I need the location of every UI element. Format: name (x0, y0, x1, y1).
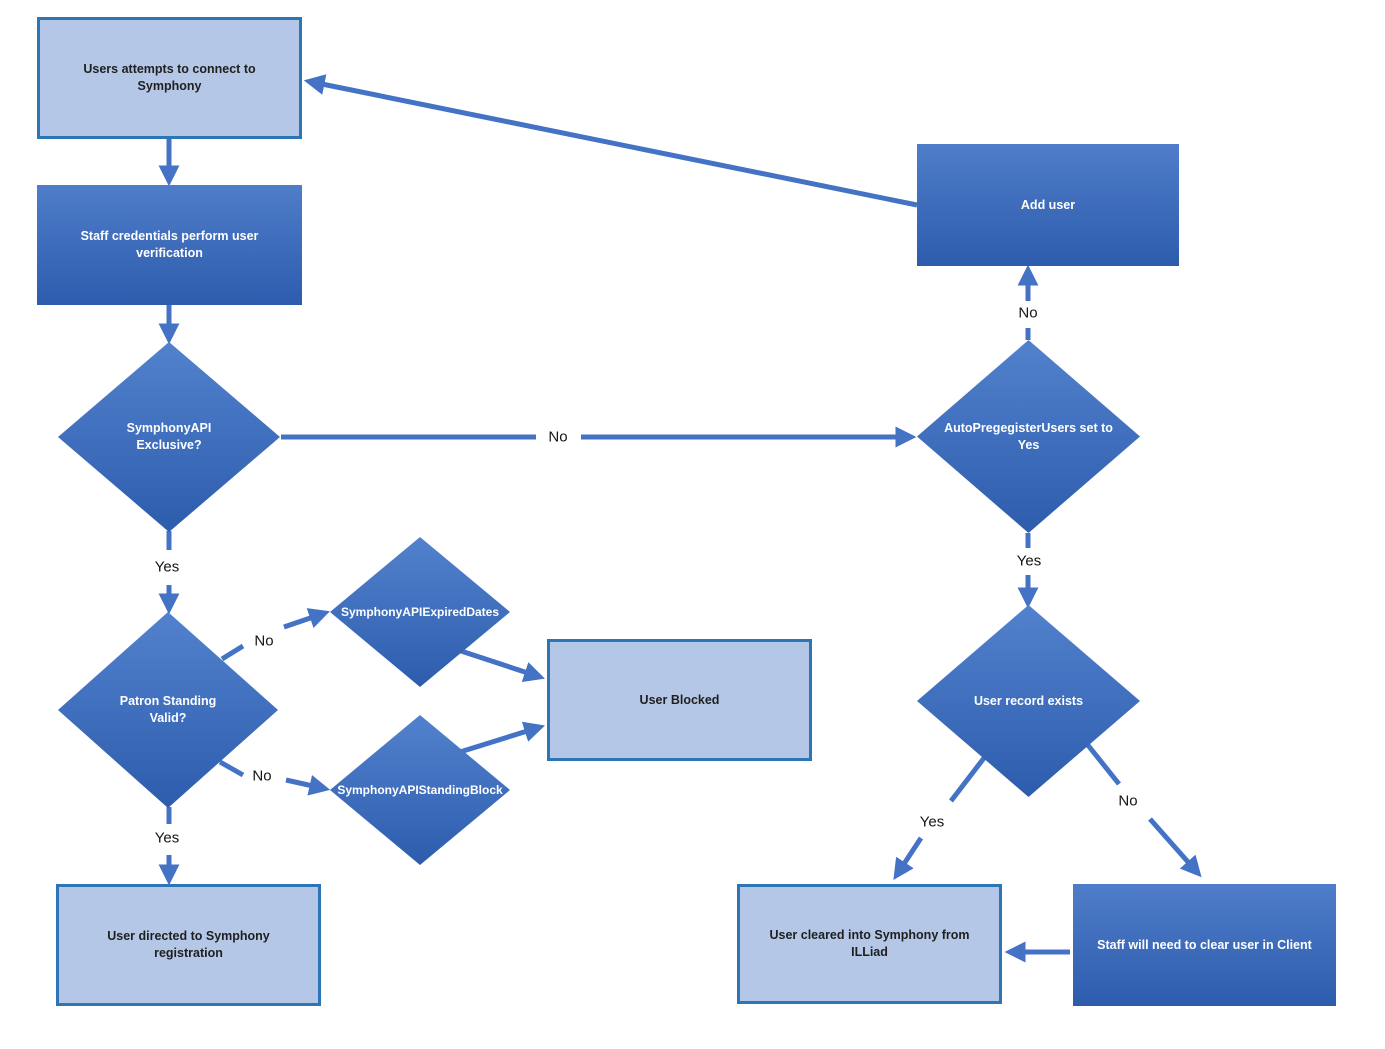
node-symphony-registration: User directed to Symphony registration (56, 884, 321, 1006)
connector-record-no-arrow (1148, 817, 1202, 878)
connector-record-yes-stub (949, 756, 986, 803)
edge-label-record-yes: Yes (919, 813, 945, 831)
edge-label-exclusive-yes: Yes (154, 558, 180, 576)
connector-standing-no-lower-stub (218, 759, 245, 778)
node-symphony-registration-label: User directed to Symphony registration (107, 929, 270, 960)
node-add-user: Add user (917, 144, 1179, 266)
connector-standingblock-to-blocked (459, 721, 546, 755)
node-patron-standing-valid-label: Patron Standing Valid? (119, 694, 217, 725)
edge-label-standing-yes: Yes (154, 829, 180, 847)
edge-label-record-no: No (1118, 792, 1138, 810)
node-staff-verification: Staff credentials perform user verificat… (37, 185, 302, 305)
connector-standing-no-lower-arrow (285, 775, 331, 796)
node-symphonyapi-expireddates-label: SymphonyAPIExpiredDates (340, 604, 500, 619)
connector-standing-no-upper-stub (220, 643, 245, 662)
node-users-connect: Users attempts to connect to Symphony (37, 17, 302, 139)
connector-expireddates-to-blocked (457, 647, 545, 683)
node-clear-user-in-client-label: Staff will need to clear user in Client (1097, 937, 1312, 952)
node-clear-user-in-client: Staff will need to clear user in Client (1073, 884, 1336, 1006)
connector-record-no-stub (1085, 742, 1121, 786)
node-autopreregister-users-label: AutoPregegisterUsers set to Yes (944, 420, 1113, 452)
connector-record-yes-arrow (893, 836, 924, 881)
node-user-record-exists-label: User record exists (973, 693, 1084, 708)
node-symphonyapi-standingblock-label: SymphonyAPIStandingBlock (337, 782, 503, 797)
node-symphonyapi-exclusive-label: SymphonyAPI Exclusive? (126, 421, 212, 452)
edge-label-preregister-no: No (1018, 304, 1038, 322)
node-add-user-label: Add user (1020, 197, 1076, 212)
node-users-connect-label: Users attempts to connect to Symphony (83, 62, 256, 93)
edge-label-exclusive-no: No (548, 428, 568, 446)
connector-standing-no-upper-arrow (283, 608, 330, 630)
edge-label-preregister-yes: Yes (1016, 552, 1042, 570)
node-user-blocked: User Blocked (547, 639, 812, 761)
node-user-blocked-label: User Blocked (639, 692, 720, 707)
connector-adduser-to-connect (303, 74, 918, 208)
node-cleared-from-illiad: User cleared into Symphony from ILLiad (737, 884, 1002, 1004)
edge-label-expired-no: No (254, 632, 274, 650)
node-staff-verification-label: Staff credentials perform user verificat… (80, 229, 259, 260)
node-cleared-from-illiad-label: User cleared into Symphony from ILLiad (769, 928, 970, 959)
edge-label-standing-no: No (252, 767, 272, 785)
